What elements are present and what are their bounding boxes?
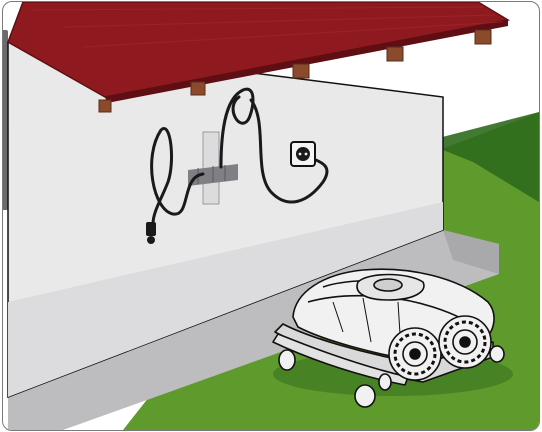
rear-wheel-1 [389, 328, 441, 380]
front-wheel-left [279, 350, 295, 370]
scene-svg [3, 2, 539, 430]
front-wheel-right [355, 385, 375, 407]
rear-wheel-2 [439, 316, 491, 368]
wall-socket-icon [291, 142, 315, 166]
power-plug-icon [146, 222, 156, 244]
